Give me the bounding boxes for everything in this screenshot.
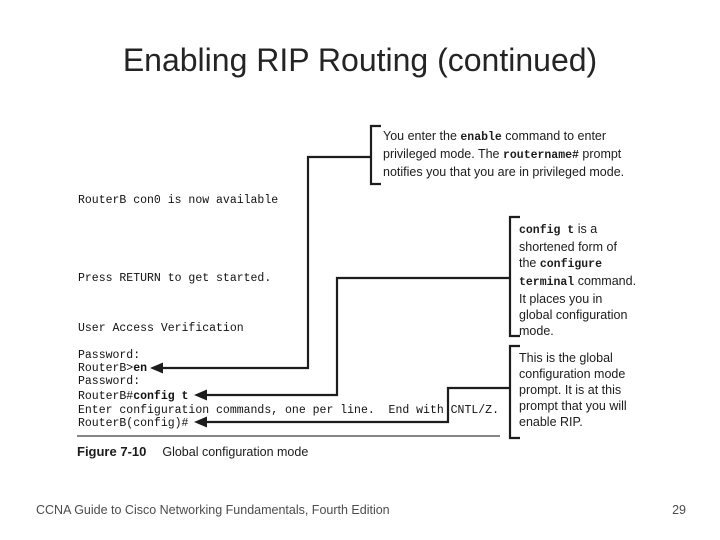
terminal-line: RouterB(config)#: [78, 417, 189, 430]
figure-caption: Figure 7-10 Global configuration mode: [77, 443, 308, 461]
figure-caption-text: Global configuration mode: [162, 445, 309, 459]
terminal-line: RouterB>en: [78, 362, 148, 375]
terminal-line: Press RETURN to get started.: [78, 272, 272, 285]
connector-enable: [158, 155, 371, 370]
arrowhead-global-config: [194, 416, 207, 428]
terminal-line: Enter configuration commands, one per li…: [78, 404, 499, 417]
connector-config-t: [202, 276, 510, 397]
terminal-line: Password:: [78, 375, 141, 388]
slide-title: Enabling RIP Routing (continued): [122, 42, 598, 78]
annotation-enable-note: You enter the enable command to enter pr…: [383, 129, 625, 179]
figure-caption-label: Figure 7-10: [77, 444, 147, 459]
bracket-enable-note: [369, 124, 381, 186]
footer-book-title: CCNA Guide to Cisco Networking Fundament…: [36, 503, 390, 517]
annotation-global-config-note: This is the global configuration mode pr…: [519, 351, 627, 429]
terminal-line: User Access Verification: [78, 322, 244, 335]
terminal-line: Password:: [78, 349, 141, 362]
arrowhead-config-t: [194, 389, 207, 401]
terminal-line: RouterB#config t: [78, 390, 189, 403]
arrowhead-enable: [150, 362, 163, 374]
annotation-config-t-note: config t is a shortened form of the conf…: [519, 222, 637, 338]
page-number: 29: [672, 503, 686, 517]
terminal-line: RouterB con0 is now available: [78, 194, 279, 207]
